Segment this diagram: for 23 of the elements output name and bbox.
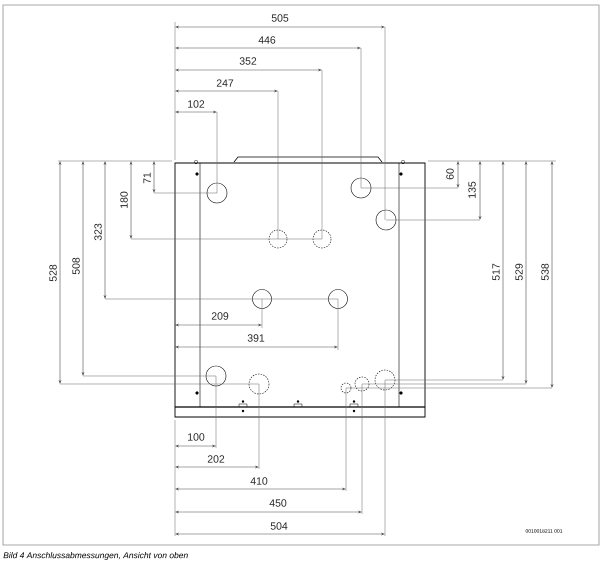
dimension-label: 538 xyxy=(541,264,549,280)
dimension-label: 135 xyxy=(468,182,476,198)
dimension-label: 508 xyxy=(72,258,80,274)
dimension-label: 180 xyxy=(120,192,128,208)
dimension-label: 352 xyxy=(240,57,256,65)
dimension-label: 202 xyxy=(208,455,224,463)
dimension-label: 529 xyxy=(515,264,523,280)
dimension-label: 391 xyxy=(248,334,264,342)
dimension-label: 504 xyxy=(270,522,288,530)
dimension-label: 60 xyxy=(446,168,454,180)
dimension-label: 102 xyxy=(188,100,204,108)
caption: Bild 4 Anschlussabmessungen, Ansicht von oben xyxy=(3,552,188,560)
dimension-label: 247 xyxy=(216,79,234,87)
dimension-label: 505 xyxy=(272,14,288,22)
dimension-label: 71 xyxy=(143,172,151,184)
dimension-label: 450 xyxy=(270,499,286,507)
dimension-label: 100 xyxy=(188,433,204,441)
dimension-label: 528 xyxy=(49,264,57,282)
dimension-label: 209 xyxy=(212,312,228,320)
dimension-label: 410 xyxy=(250,477,268,485)
dimension-label: 323 xyxy=(94,224,102,240)
dimension-label: 446 xyxy=(258,36,276,44)
dimension-label: 517 xyxy=(492,264,500,280)
